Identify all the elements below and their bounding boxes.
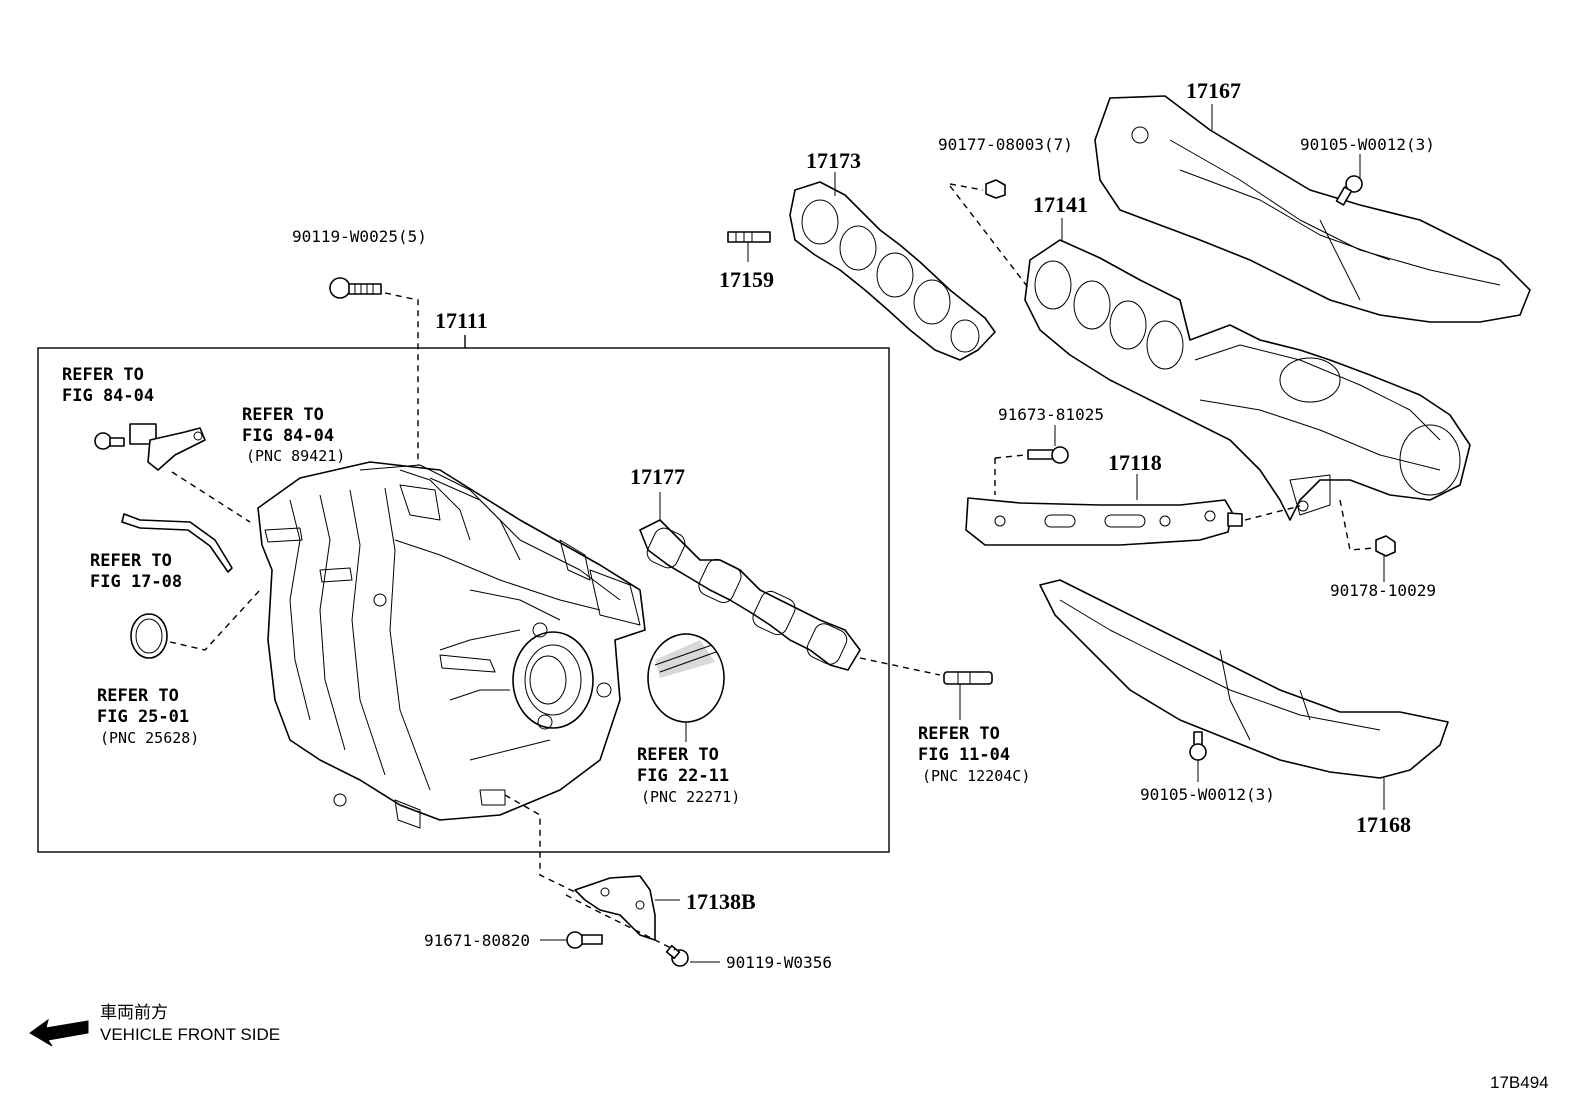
ref6-line1: REFER TO xyxy=(918,724,1000,744)
ref4-line1: REFER TO xyxy=(97,686,179,706)
sensor-icon xyxy=(129,423,206,471)
bolt-90105-bottom-icon xyxy=(1189,731,1207,761)
bolt-label-90119-w0025: 90119-W0025(5) xyxy=(292,227,427,246)
intake-manifold-drawing xyxy=(257,461,646,829)
part-number-17141: 17141 xyxy=(1033,192,1088,217)
vehicle-front-label-en: VEHICLE FRONT SIDE xyxy=(100,1025,280,1044)
part-number-17138b: 17138B xyxy=(686,889,756,914)
ref6-line3: (PNC 12204C) xyxy=(922,767,1030,785)
exhaust-manifold-17141-drawing xyxy=(1024,239,1471,521)
bolt-91671-icon xyxy=(566,931,603,949)
ref1-line1: REFER TO xyxy=(62,365,144,385)
ref6-line2: FIG 11-04 xyxy=(918,745,1010,765)
nut-90178-icon xyxy=(1375,535,1396,557)
bolt-label-90105-bottom: 90105-W0012(3) xyxy=(1140,785,1275,804)
part-number-17167: 17167 xyxy=(1186,78,1241,103)
bolt-90119-w0356-icon xyxy=(665,944,689,967)
small-bolt-icon xyxy=(94,432,125,450)
bolt-91673-icon xyxy=(1027,446,1069,464)
part-number-17168: 17168 xyxy=(1356,812,1411,837)
bracket-17118-drawing xyxy=(965,497,1243,546)
ref5-line1: REFER TO xyxy=(637,745,719,765)
ref4-line2: FIG 25-01 xyxy=(97,707,189,727)
nut-90177-icon xyxy=(985,179,1006,199)
part-number-17177: 17177 xyxy=(630,464,685,489)
part-number-17118: 17118 xyxy=(1108,450,1162,475)
bolt-label-91671-80820: 91671-80820 xyxy=(424,931,530,950)
heat-insulator-17167-drawing xyxy=(1094,95,1531,323)
vehicle-front-label-jp: 車両前方 xyxy=(100,1003,168,1022)
ref5-line3: (PNC 22271) xyxy=(641,788,740,806)
bolt-label-91673-81025: 91673-81025 xyxy=(998,405,1104,424)
figure-code: 17B494 xyxy=(1490,1073,1549,1092)
heat-insulator-17168-drawing xyxy=(1039,579,1449,779)
throttle-gasket-icon xyxy=(647,633,725,723)
ref1-line2: FIG 84-04 xyxy=(62,386,154,406)
ref5-line2: FIG 22-11 xyxy=(637,766,729,786)
ref3-line2: FIG 17-08 xyxy=(90,572,182,592)
part-number-17173: 17173 xyxy=(806,148,861,173)
ref3-line1: REFER TO xyxy=(90,551,172,571)
bracket-17138b-drawing xyxy=(574,875,656,941)
intake-manifold-group-box xyxy=(37,347,890,853)
ref2-line3: (PNC 89421) xyxy=(246,447,345,465)
part-number-17159: 17159 xyxy=(719,267,774,292)
ref4-line3: (PNC 25628) xyxy=(100,729,199,747)
vehicle-front-arrow-icon xyxy=(29,1018,89,1047)
ref2-line2: FIG 84-04 xyxy=(242,426,334,446)
bolt-90119-w0025-icon xyxy=(329,277,382,299)
hose-icon xyxy=(121,513,233,573)
bolt-label-90177-08003: 90177-08003(7) xyxy=(938,135,1073,154)
gasket-17177-drawing xyxy=(639,519,861,671)
bolt-90105-top-icon xyxy=(1335,175,1363,206)
bolt-label-90105-top: 90105-W0012(3) xyxy=(1300,135,1435,154)
gasket-17173-drawing xyxy=(789,181,996,361)
stud-17159-icon xyxy=(727,231,771,243)
bolt-label-90178-10029: 90178-10029 xyxy=(1330,581,1436,600)
part-number-17111: 17111 xyxy=(435,308,488,333)
bolt-label-90119-w0356: 90119-W0356 xyxy=(726,953,832,972)
o-ring-icon xyxy=(130,613,168,659)
ref2-line1: REFER TO xyxy=(242,405,324,425)
stud-ref-11-04-icon xyxy=(943,671,993,685)
